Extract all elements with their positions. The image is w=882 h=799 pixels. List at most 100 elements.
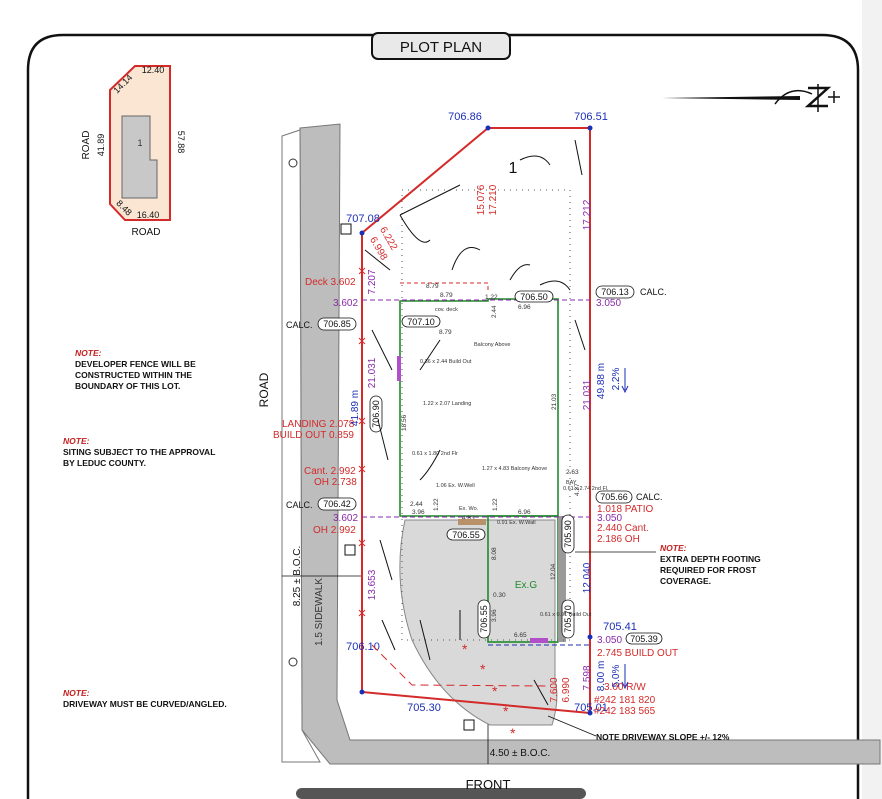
tag-w-wall: 0.91 Ex. W.Wall bbox=[497, 520, 536, 526]
meter-icon bbox=[340, 223, 352, 235]
garage-wall bbox=[558, 516, 566, 642]
tag-w-well: 1.06 Ex. W.Well bbox=[436, 483, 475, 489]
elevation-garage-top: 706.55 bbox=[452, 530, 480, 540]
dim: 6.65 bbox=[514, 632, 527, 639]
dim-right-49-88: 49.88 m bbox=[596, 363, 607, 399]
window-well-marker bbox=[458, 519, 486, 525]
elevation-top-right: 706.51 bbox=[574, 111, 608, 123]
note-footing-line-3: COVERAGE. bbox=[660, 576, 712, 586]
elevation-bottom-mid: 705.30 bbox=[407, 702, 441, 714]
elevation-top-left: 706.86 bbox=[448, 111, 482, 123]
elevation-left-upper: 707.08 bbox=[346, 213, 380, 225]
dim: 8.79 bbox=[440, 292, 453, 299]
svg-text:*: * bbox=[462, 641, 468, 657]
note-siting: NOTE: SITING SUBJECT TO THE APPROVAL BY … bbox=[63, 436, 215, 469]
elevation-bubble bbox=[561, 599, 575, 639]
dim: 3.96 bbox=[491, 609, 498, 622]
slope-2: 5.0% bbox=[611, 664, 622, 687]
dim: 1.22 bbox=[433, 498, 440, 511]
service-icon bbox=[288, 657, 298, 667]
dim-right-17-212: 17.212 bbox=[582, 199, 593, 230]
dim: 1.22 bbox=[485, 294, 498, 301]
building-envelope bbox=[401, 189, 571, 641]
label-deck: Deck 3.602 bbox=[305, 277, 356, 288]
tag-cant-a: 0.61 x 1.80 2nd Flr bbox=[412, 451, 458, 457]
key-map-dim-top: 12.40 bbox=[142, 65, 165, 75]
dim-17-210: 17.210 bbox=[488, 184, 499, 215]
key-map-road-bottom: ROAD bbox=[132, 227, 161, 238]
elevation-bubble bbox=[446, 528, 486, 541]
dim-right-3-050a: 3.050 bbox=[596, 298, 621, 309]
note-siting-line-1: SITING SUBJECT TO THE APPROVAL bbox=[63, 447, 216, 457]
calc-label: CALC. bbox=[636, 492, 663, 502]
elevation-bubble bbox=[561, 514, 575, 554]
note-footing-line-1: EXTRA DEPTH FOOTING bbox=[660, 554, 761, 564]
elevation-house-left: 707.10 bbox=[407, 317, 435, 327]
label-build-out-2: 2.745 BUILD OUT bbox=[597, 648, 678, 659]
lot-number: 1 bbox=[509, 160, 518, 177]
elevation-bubble bbox=[625, 632, 663, 645]
svg-text:*: * bbox=[492, 683, 498, 699]
svg-text:*: * bbox=[480, 661, 486, 677]
dim: 21.03 bbox=[551, 393, 558, 410]
label-cant-1: Cant. 2.992 bbox=[304, 466, 356, 477]
margin-strip bbox=[862, 0, 882, 799]
dim: 2.44 bbox=[410, 501, 423, 508]
note-footing-line-2: REQUIRED FOR FROST bbox=[660, 565, 757, 575]
drainage-arrows-icon bbox=[364, 139, 586, 706]
dim: 0.30 bbox=[493, 592, 506, 599]
north-arrow-icon bbox=[662, 84, 840, 112]
dim: 3.96 bbox=[412, 509, 425, 516]
elevation-bottom-right-bubble: 705.39 bbox=[630, 634, 658, 644]
dim-right-7-598: 7.598 bbox=[582, 665, 593, 690]
tag-balcony-1: Balcony Above bbox=[474, 342, 510, 348]
key-map-road-left: ROAD bbox=[81, 131, 92, 160]
elevation-house-mid-left: 706.90 bbox=[371, 400, 381, 428]
note-footing: NOTE: EXTRA DEPTH FOOTING REQUIRED FOR F… bbox=[660, 543, 761, 587]
elevation-garage-right-low: 705.70 bbox=[563, 605, 573, 633]
dim: 6.96 bbox=[518, 304, 531, 311]
front-label: FRONT bbox=[466, 777, 511, 792]
sidewalk-label: 1.5 SIDEWALK bbox=[314, 578, 325, 646]
calc-right-upper: 706.13 bbox=[601, 287, 629, 297]
lot-boundary bbox=[361, 127, 591, 715]
slope-arrow-icon bbox=[621, 368, 629, 690]
calc-label: CALC. bbox=[286, 320, 313, 330]
note-siting-line-2: BY LEDUC COUNTY. bbox=[63, 458, 146, 468]
road-side-label: ROAD bbox=[257, 372, 271, 407]
dim-left-3-602a: 3.602 bbox=[333, 298, 358, 309]
note-driveway-slope: NOTE DRIVEWAY SLOPE +/- 12% bbox=[596, 732, 730, 742]
calc-left-upper: 706.85 bbox=[323, 319, 351, 329]
house-footprint bbox=[399, 298, 559, 517]
dim: 8.79 bbox=[426, 283, 439, 290]
label-oh-3: 2.186 OH bbox=[597, 534, 640, 545]
calc-bubble bbox=[595, 490, 633, 504]
key-map-dim-right: 57.88 bbox=[176, 131, 186, 154]
tag-cov-deck: cov. deck bbox=[435, 307, 458, 313]
elevation-right-lower: 705.41 bbox=[603, 621, 637, 633]
elevation-bottom-right: 705.01 bbox=[574, 702, 608, 714]
note-heading: NOTE: bbox=[63, 436, 90, 446]
label-plan-2: #242 183 565 bbox=[594, 706, 656, 717]
calc-bubble bbox=[595, 285, 635, 299]
label-patio: 1.018 PATIO bbox=[597, 504, 654, 515]
dim: 2.63 bbox=[566, 469, 579, 476]
garage-label: Ex.G bbox=[515, 580, 537, 591]
calc-bubble bbox=[317, 317, 357, 331]
svg-text:*: * bbox=[503, 703, 509, 719]
dim: 8.08 bbox=[491, 547, 498, 560]
dim-7-600: 7.600 bbox=[549, 677, 560, 702]
service-icon bbox=[288, 158, 298, 168]
calc-left-lower: 706.42 bbox=[323, 499, 351, 509]
dim-right-12-040: 12.040 bbox=[582, 562, 593, 593]
note-heading: NOTE: bbox=[660, 543, 687, 553]
note-driveway: NOTE: DRIVEWAY MUST BE CURVED/ANGLED. bbox=[63, 688, 227, 710]
tag-build-out-a: 0.36 x 2.44 Build Out bbox=[420, 359, 472, 365]
dim: 1.22 bbox=[492, 498, 499, 511]
calc-bubble bbox=[317, 497, 357, 511]
tag-build-out-b: 0.61 x 0.91 Build Out bbox=[540, 612, 592, 618]
meter-icon bbox=[463, 719, 475, 731]
elevation-garage-left: 706.55 bbox=[479, 605, 489, 633]
boundary-markers bbox=[358, 267, 366, 617]
